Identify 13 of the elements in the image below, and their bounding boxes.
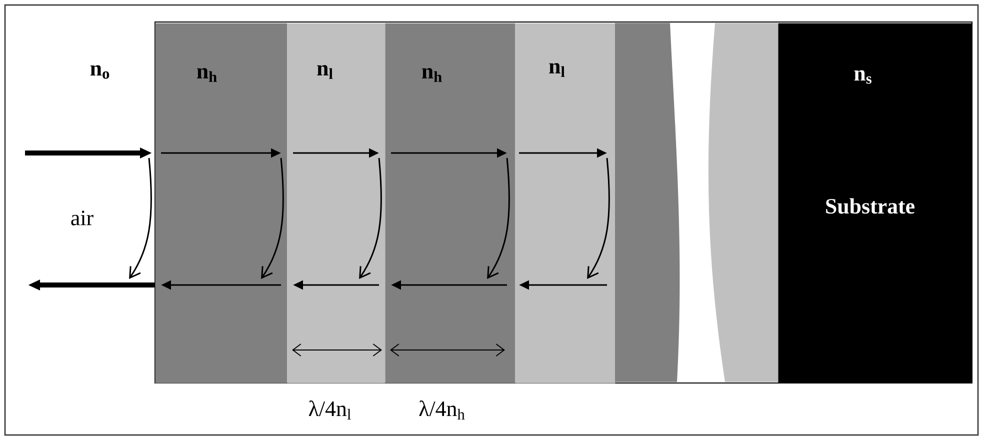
layer-band: n$_{l}$ xyxy=(287,23,386,384)
thickness-label: λ/4n$_{h}$ xyxy=(419,400,465,420)
symbol-label: n$_{o}$ xyxy=(90,65,110,79)
layer-band xyxy=(615,23,680,382)
node-label: Substrate xyxy=(826,198,914,214)
layer-band: n$_{h}$ xyxy=(155,23,288,384)
layer-band: n$_{h}$ xyxy=(385,23,516,384)
layer-band: n$_{l}$ xyxy=(515,23,616,384)
node-label: n$_{s}$ xyxy=(854,70,872,84)
thickness-label: λ/4n$_{l}$ xyxy=(308,400,351,420)
layer-band xyxy=(708,23,778,382)
medium-label: air xyxy=(71,210,94,226)
substrate-block: n$_{s}$ Substrate xyxy=(778,23,972,384)
